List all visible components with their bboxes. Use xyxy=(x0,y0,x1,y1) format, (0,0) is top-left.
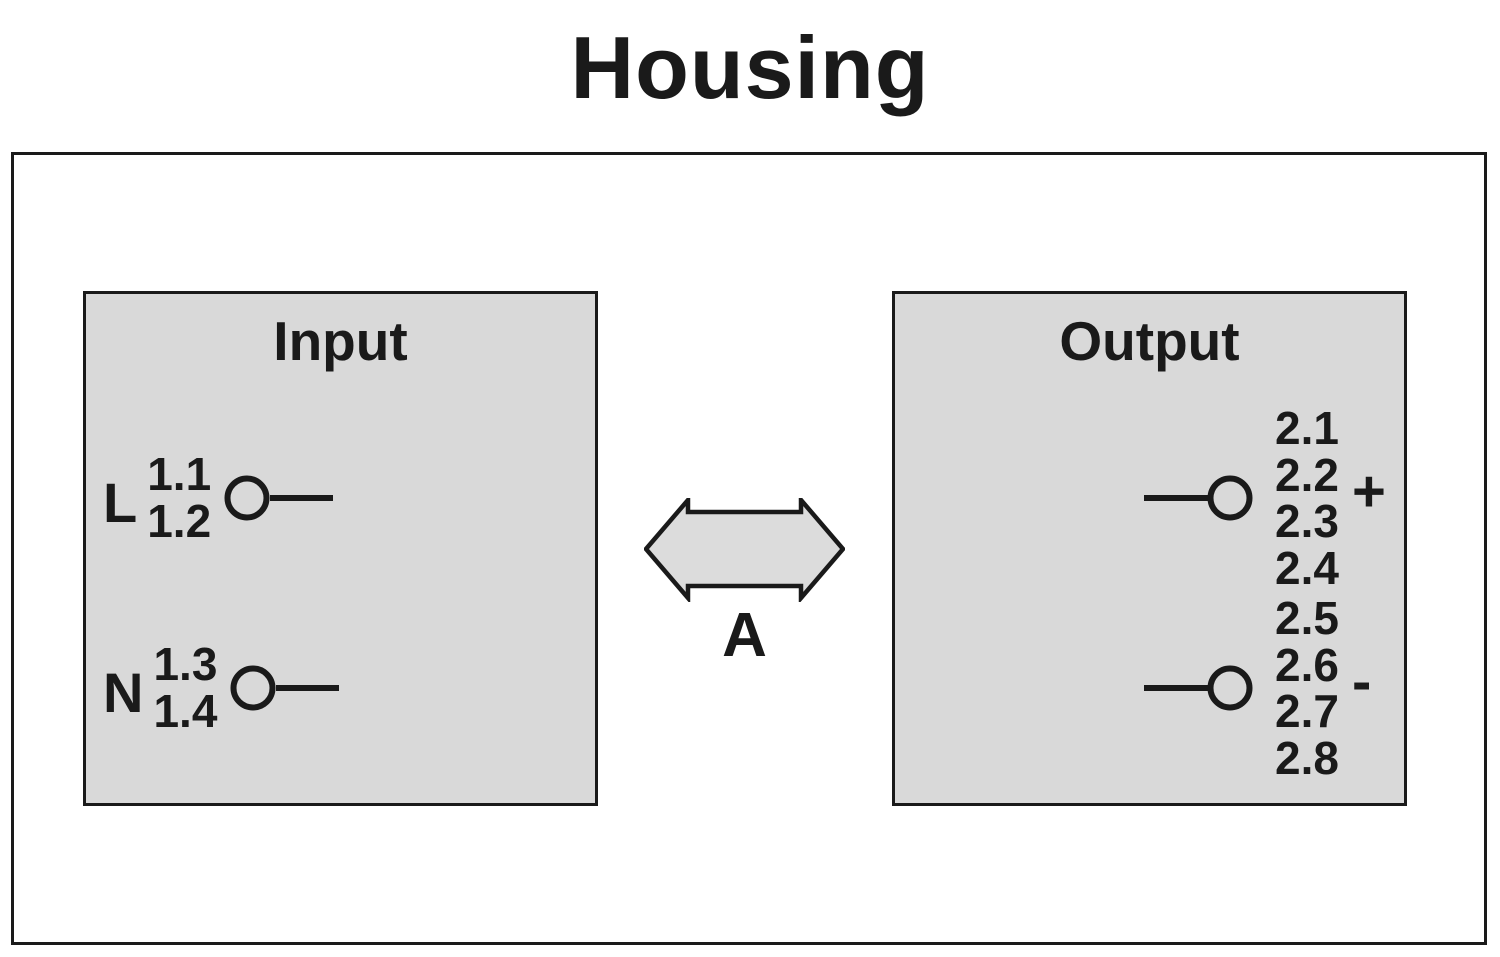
arrow-label: A xyxy=(722,601,767,670)
polarity-plus-sign: + xyxy=(1351,459,1386,524)
terminal-number: 2.4 xyxy=(1275,541,1339,594)
terminal-number-list: 2.1 2.2 2.3 2.4 xyxy=(1275,405,1339,591)
terminal-number: 2.6 xyxy=(1275,638,1339,691)
input-panel: Input L 1.1 1.2 N 1.3 1.4 xyxy=(83,291,598,806)
terminal-label: N xyxy=(103,661,144,724)
terminal-number: 2.8 xyxy=(1275,731,1339,784)
output-panel: Output 2.1 2.2 2.3 2.4 + 2.5 2.6 2.7 xyxy=(892,291,1407,806)
terminal-number-top: 1.3 xyxy=(153,638,218,690)
housing-title: Housing xyxy=(570,18,930,117)
terminal-number-list: 2.5 2.6 2.7 2.8 xyxy=(1275,595,1339,781)
input-terminal-row-L: L 1.1 1.2 xyxy=(103,448,334,548)
terminal-number-top: 1.1 xyxy=(147,448,212,500)
terminal-label: L xyxy=(103,471,138,534)
terminal-number-bottom: 1.2 xyxy=(147,495,212,547)
terminal-circle-icon xyxy=(224,475,334,521)
terminal-number: 2.1 xyxy=(1275,402,1339,454)
output-terminal-row-minus: 2.5 2.6 2.7 2.8 - xyxy=(1143,588,1371,788)
output-terminal-row-plus: 2.1 2.2 2.3 2.4 + xyxy=(1143,398,1386,598)
terminal-number: 2.2 xyxy=(1275,448,1339,501)
terminal-number: 2.5 xyxy=(1275,592,1339,644)
input-panel-title: Input xyxy=(273,310,408,372)
terminal-number: 2.3 xyxy=(1275,495,1339,547)
terminal-number-bottom: 1.4 xyxy=(153,685,218,737)
terminal-number-pair: 1.3 1.4 xyxy=(153,641,217,735)
terminal-circle-icon xyxy=(1144,475,1253,521)
double-arrow-icon xyxy=(644,498,845,602)
polarity-minus-sign: - xyxy=(1351,649,1372,714)
input-terminal-row-N: N 1.3 1.4 xyxy=(103,638,340,738)
terminal-circle-icon xyxy=(230,665,340,711)
terminal-circle-icon xyxy=(1144,665,1253,711)
terminal-number: 2.7 xyxy=(1275,685,1339,737)
output-panel-title: Output xyxy=(1059,310,1240,372)
housing-box: Input L 1.1 1.2 N 1.3 1.4 xyxy=(11,152,1487,945)
terminal-number-pair: 1.1 1.2 xyxy=(147,451,211,545)
